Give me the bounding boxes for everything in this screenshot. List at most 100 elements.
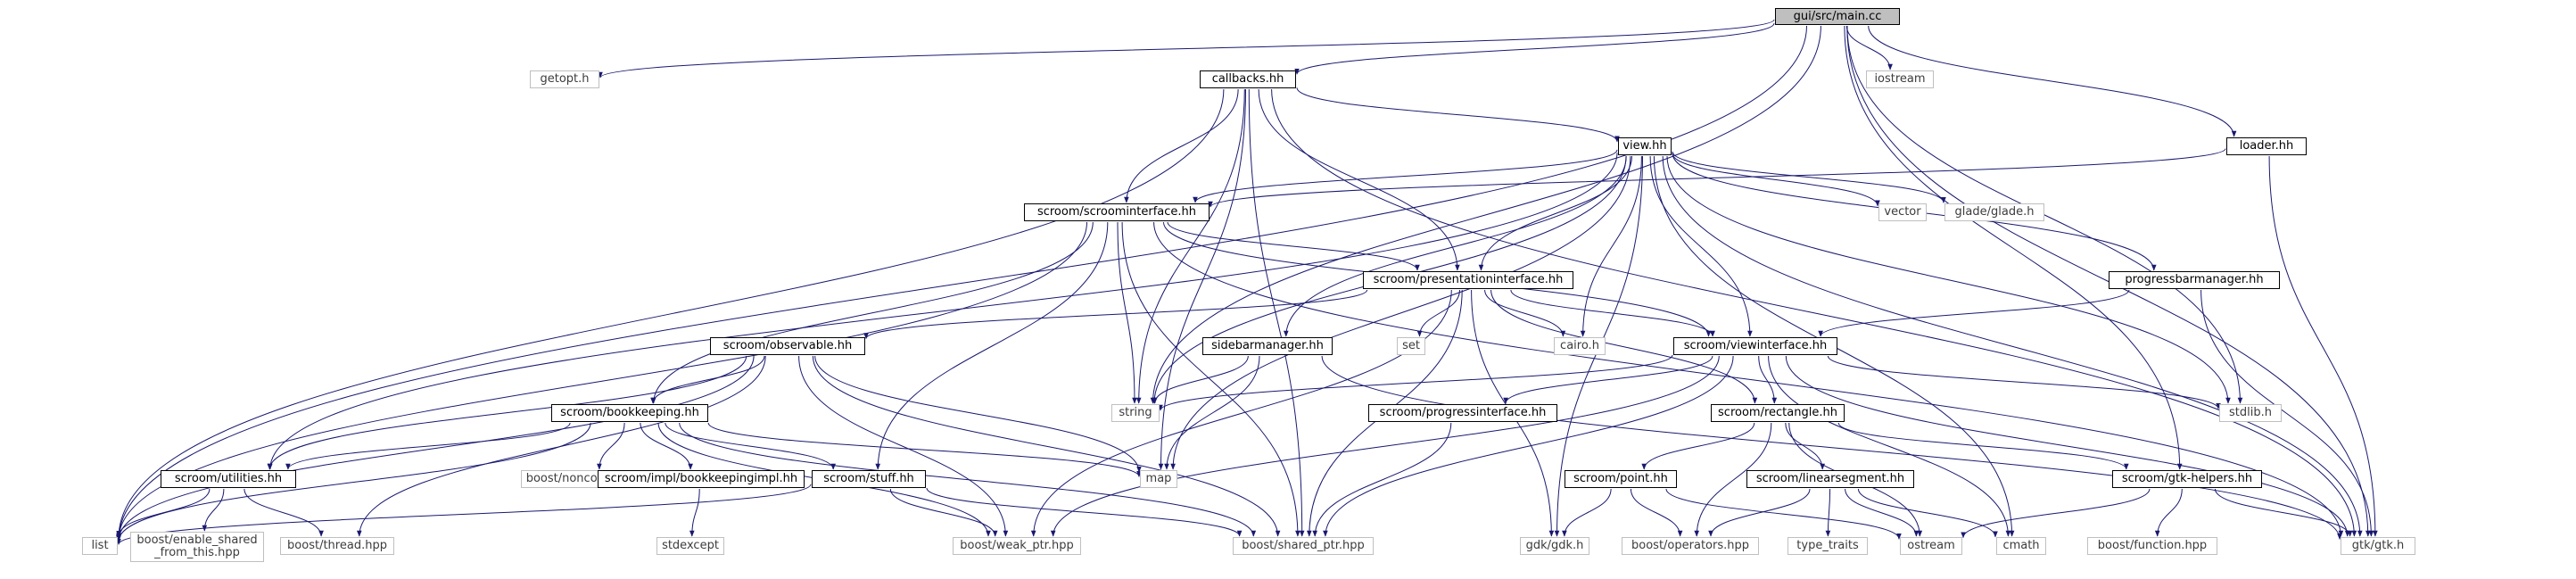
edge-stuff-to-weakptr — [889, 488, 998, 537]
edge-viewinterface-to-progressinterface — [1503, 355, 1713, 404]
edge-observable-to-utilities — [267, 355, 747, 470]
edge-loader-to-scroominterface — [1208, 148, 2226, 208]
edge-main-to-gtk — [1846, 25, 2371, 537]
edge-bookkeeping-to-noncopyable — [597, 422, 625, 470]
edge-scroominterface-to-string — [1117, 221, 1137, 404]
node-stdlib: stdlib.h — [2219, 404, 2282, 422]
edge-linearsegment-to-typetraits — [1825, 488, 1831, 537]
node-gtk: gtk/gtk.h — [2341, 537, 2415, 555]
edge-point-to-gdk — [1562, 488, 1612, 537]
edge-loader-to-gtk — [2268, 155, 2378, 537]
edge-linearsegment-to-operators — [1708, 488, 1811, 537]
edge-linearsegment-to-cmath — [1857, 488, 1998, 538]
edge-gtkhelpers-to-function — [2154, 488, 2183, 537]
edge-callbacks-to-gtk — [1271, 88, 2357, 537]
edge-callbacks-to-view — [1296, 87, 1620, 143]
edge-view-to-stdlib — [1666, 155, 2231, 404]
edge-view-to-scroominterface — [1193, 149, 1618, 203]
node-progressbarmanager[interactable]: progressbarmanager.hh — [2109, 271, 2280, 289]
edge-rectangle-to-linearsegment — [1785, 422, 1825, 470]
node-gtkhelpers[interactable]: scroom/gtk-helpers.hh — [2112, 470, 2262, 488]
edge-scroominterface-to-list — [116, 221, 1087, 541]
node-viewinterface[interactable]: scroom/viewinterface.hh — [1673, 337, 1837, 355]
edge-main-to-list — [116, 25, 1807, 542]
node-utilities[interactable]: scroom/utilities.hh — [161, 470, 296, 488]
node-list: list — [82, 537, 118, 555]
edge-observable-to-bookkeeping — [650, 355, 765, 404]
edge-viewinterface-to-sharedptr — [1323, 355, 1734, 537]
node-getopt: getopt.h — [530, 70, 599, 88]
node-function: boost/function.hpp — [2087, 537, 2217, 555]
edge-bookkeeping-to-bookkeepingimpl — [640, 422, 693, 470]
node-observable[interactable]: scroom/observable.hh — [710, 337, 865, 355]
edge-main-to-gtkhelpers — [1844, 25, 2183, 470]
edge-scroominterface-to-stuff — [875, 221, 1109, 470]
node-weakptr: boost/weak_ptr.hpp — [953, 537, 1081, 555]
edge-rectangle-to-gtkhelpers — [1837, 422, 2129, 470]
edge-main-to-string — [1150, 25, 1821, 404]
edge-view-to-glade — [1672, 151, 1946, 203]
edge-scroominterface-to-gtk — [1153, 221, 2344, 537]
edge-presentationinterface-to-cairo — [1484, 289, 1566, 337]
edge-view-to-utilities — [268, 153, 1618, 470]
node-rectangle[interactable]: scroom/rectangle.hh — [1711, 404, 1845, 422]
node-typetraits: type_traits — [1788, 537, 1868, 555]
node-linearsegment[interactable]: scroom/linearsegment.hh — [1746, 470, 1914, 488]
edge-presentationinterface-to-observable — [863, 289, 1368, 340]
node-vector: vector — [1878, 203, 1927, 221]
edge-gtkhelpers-to-gtk — [2214, 488, 2353, 537]
node-presentationinterface[interactable]: scroom/presentationinterface.hh — [1363, 271, 1573, 289]
edge-viewinterface-to-weakptr — [1050, 355, 1720, 537]
node-callbacks[interactable]: callbacks.hh — [1200, 70, 1296, 88]
edge-bookkeeping-to-stuff — [665, 422, 836, 470]
node-sharedptr: boost/shared_ptr.hpp — [1233, 537, 1374, 555]
edge-sidebarmanager-to-string — [1152, 355, 1249, 404]
edge-callbacks-to-sharedptr — [1248, 88, 1305, 537]
edge-scroominterface-to-bookkeeping — [650, 221, 1094, 404]
edge-progressbarmanager-to-viewinterface — [1818, 289, 2130, 337]
node-operators: boost/operators.hpp — [1622, 537, 1759, 555]
node-stuff[interactable]: scroom/stuff.hh — [812, 470, 926, 488]
node-thread: boost/thread.hpp — [280, 537, 394, 555]
edge-view-to-map — [1170, 155, 1631, 470]
edge-callbacks-to-presentationinterface — [1258, 88, 1460, 271]
edge-viewinterface-to-stdlib — [1827, 355, 2221, 409]
node-cairo: cairo.h — [1554, 337, 1606, 355]
edge-viewinterface-to-cmath — [1768, 355, 2011, 537]
edge-sidebarmanager-to-map — [1164, 355, 1260, 470]
edge-bookkeeping-to-sharedptr — [679, 422, 1257, 537]
edge-viewinterface-to-rectangle — [1758, 355, 1778, 404]
node-iostream: iostream — [1866, 70, 1934, 88]
node-scroominterface[interactable]: scroom/scroominterface.hh — [1024, 203, 1210, 221]
edge-point-to-operators — [1630, 488, 1683, 537]
node-point[interactable]: scroom/point.hh — [1565, 470, 1677, 488]
node-sidebarmanager[interactable]: sidebarmanager.hh — [1202, 337, 1333, 355]
edge-linearsegment-to-ostream — [1845, 488, 1920, 537]
edge-gtkhelpers-to-ostream — [1961, 488, 2151, 539]
node-bookkeeping[interactable]: scroom/bookkeeping.hh — [551, 404, 708, 422]
edge-presentationinterface-to-viewinterface — [1510, 289, 1715, 337]
node-set: set — [1397, 337, 1425, 355]
edge-bookkeeping-to-list — [116, 422, 591, 542]
node-view[interactable]: view.hh — [1618, 137, 1672, 155]
node-main[interactable]: gui/src/main.cc — [1775, 8, 1900, 25]
edge-callbacks-to-list — [116, 88, 1225, 540]
edge-sidebarmanager-to-gtk — [1321, 355, 2342, 540]
node-bookkeepingimpl[interactable]: scroom/impl/bookkeepingimpl.hh — [598, 470, 805, 488]
edge-main-to-iostream — [1845, 25, 1893, 70]
node-progressinterface[interactable]: scroom/progressinterface.hh — [1368, 404, 1557, 422]
edge-progressbarmanager-to-gtk — [2200, 289, 2374, 537]
edge-utilities-to-list — [116, 488, 211, 537]
edge-viewinterface-to-string — [1158, 354, 1673, 411]
edge-callbacks-to-scroominterface — [1124, 88, 1239, 203]
edge-point-to-ostream — [1665, 488, 1902, 540]
node-loader[interactable]: loader.hh — [2226, 137, 2307, 155]
node-gdk: gdk/gdk.h — [1520, 537, 1589, 555]
edge-main-to-callbacks — [1294, 22, 1775, 75]
edge-rectangle-to-point — [1641, 422, 1755, 470]
edge-bookkeeping-to-map — [707, 422, 1142, 477]
edge-main-to-getopt — [598, 19, 1775, 79]
edge-view-to-sidebarmanager — [1284, 155, 1627, 337]
edge-observable-to-map — [814, 355, 1142, 473]
